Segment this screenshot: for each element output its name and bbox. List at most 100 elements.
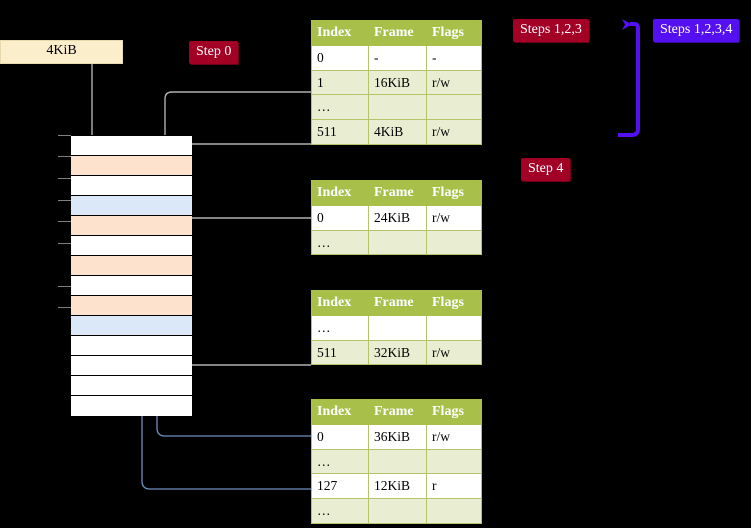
memory-tick	[58, 156, 71, 157]
table-cell: 36KiB	[368, 424, 427, 450]
table-cell	[368, 448, 427, 475]
column-header-index: Index	[311, 398, 369, 426]
table-row[interactable]: …	[311, 497, 482, 524]
table-row[interactable]: …	[311, 448, 482, 475]
column-header-frame: Frame	[368, 398, 427, 426]
table-cell	[426, 448, 482, 475]
column-header-frame: Frame	[368, 179, 427, 207]
column-header-flags: Flags	[426, 179, 482, 207]
memory-tick	[58, 307, 71, 308]
column-header-frame: Frame	[368, 289, 427, 317]
memory-frame-row	[71, 236, 192, 256]
table-row[interactable]: …	[311, 229, 482, 256]
column-header-flags: Flags	[426, 19, 482, 47]
table-cell: -	[368, 45, 427, 71]
table-cell: 4KiB	[368, 118, 427, 145]
table-cell: r/w	[426, 205, 482, 231]
table-cell	[368, 315, 427, 341]
memory-frame-row	[71, 356, 192, 376]
table-cell: r/w	[426, 118, 482, 145]
table-cell: -	[426, 45, 482, 71]
connector-t1-row511	[174, 143, 311, 154]
table-cell	[368, 497, 427, 524]
table-cell: …	[311, 229, 369, 256]
table-cell: …	[311, 497, 369, 524]
memory-frame-row	[71, 376, 192, 396]
column-header-index: Index	[311, 179, 369, 207]
memory-tick	[58, 243, 71, 244]
table-cell: 16KiB	[368, 69, 427, 96]
memory-frame-row	[71, 296, 192, 316]
table-row[interactable]: 0--	[311, 45, 482, 71]
memory-tick	[58, 200, 71, 201]
connector-t2-row0	[179, 217, 311, 262]
table-cell	[426, 315, 482, 341]
kib-block: 4KiB	[0, 40, 123, 64]
connector-t4-row127	[141, 213, 311, 490]
column-header-flags: Flags	[426, 398, 482, 426]
memory-tick	[58, 135, 71, 136]
table-cell: r/w	[426, 339, 482, 366]
table-cell: 511	[311, 339, 369, 366]
table-cell: 0	[311, 205, 369, 231]
table-cell: …	[311, 94, 369, 120]
column-header-index: Index	[311, 19, 369, 47]
table-row[interactable]: …	[311, 315, 482, 341]
column-header-index: Index	[311, 289, 369, 317]
connector-steps-loop	[618, 19, 640, 137]
memory-frame-row	[71, 136, 192, 156]
badge-steps123[interactable]: Steps 1,2,3	[513, 19, 589, 42]
table-cell: r/w	[426, 424, 482, 450]
table-cell: …	[311, 315, 369, 341]
table-cell	[426, 229, 482, 256]
memory-frame-row	[71, 276, 192, 296]
table-cell	[368, 229, 427, 256]
badge-step4[interactable]: Step 4	[521, 158, 571, 181]
memory-frame-row	[71, 316, 192, 336]
table-cell: 511	[311, 118, 369, 145]
memory-tick	[58, 221, 71, 222]
connector-t4-row0	[156, 335, 311, 437]
memory-frame-row	[71, 196, 192, 216]
table-cell	[368, 94, 427, 120]
table-cell	[426, 94, 482, 120]
memory-frame-row	[71, 336, 192, 356]
table-cell: 0	[311, 424, 369, 450]
table-cell: 24KiB	[368, 205, 427, 231]
table-cell: 127	[311, 473, 369, 499]
table-row[interactable]: …	[311, 94, 482, 120]
column-header-frame: Frame	[368, 19, 427, 47]
connector-t1-row1	[164, 91, 311, 216]
badge-steps1234[interactable]: Steps 1,2,3,4	[653, 19, 740, 42]
physical-memory-column	[70, 135, 192, 416]
table-cell: 12KiB	[368, 473, 427, 499]
badge-step0[interactable]: Step 0	[189, 41, 239, 64]
memory-frame-row	[71, 216, 192, 236]
memory-tick	[58, 178, 71, 179]
memory-tick	[58, 286, 71, 287]
table-cell: …	[311, 448, 369, 475]
column-header-flags: Flags	[426, 289, 482, 317]
table-cell: r	[426, 473, 482, 499]
memory-frame-row	[71, 156, 192, 176]
memory-frame-row	[71, 396, 192, 416]
table-cell: 1	[311, 69, 369, 96]
table-cell	[426, 497, 482, 524]
table-cell: r/w	[426, 69, 482, 96]
kib-block-label: 4KiB	[46, 43, 77, 58]
memory-frame-row	[71, 176, 192, 196]
